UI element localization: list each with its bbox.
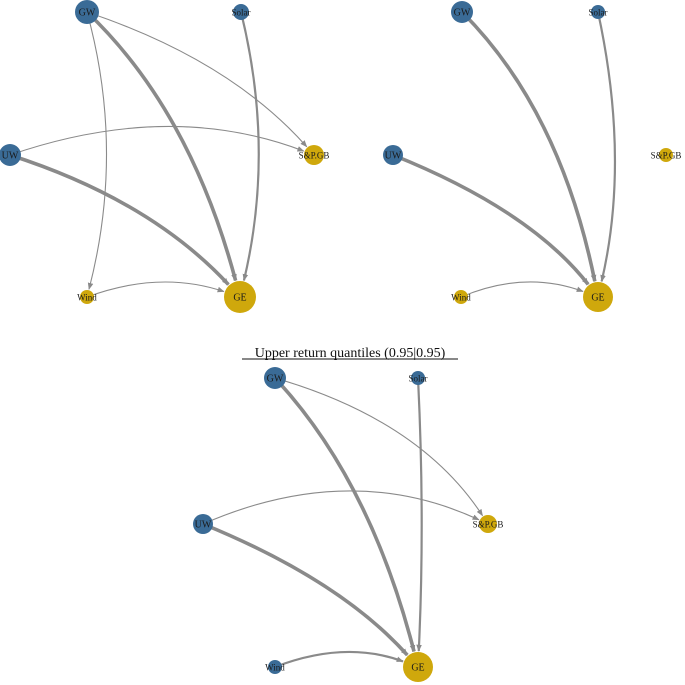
edge-gw-to-wind	[86, 11, 108, 290]
node-label-uw: UW	[2, 151, 19, 162]
node-label-ge: GE	[591, 293, 604, 304]
edge-wind-to-ge	[86, 281, 225, 298]
node-spgb	[304, 145, 324, 165]
node-wind	[268, 660, 282, 674]
node-gw	[451, 1, 473, 23]
node-uw	[383, 145, 403, 165]
node-label-wind: Wind	[265, 663, 285, 673]
node-gw	[75, 0, 99, 24]
panel-bottom: Upper return quantiles (0.95|0.95) GW Sol…	[193, 346, 503, 682]
node-solar	[411, 371, 425, 385]
node-ge	[583, 282, 613, 312]
node-label-solar: Solar	[409, 374, 428, 384]
node-label-gw: GW	[454, 8, 471, 19]
edge-wind-to-ge	[274, 650, 404, 669]
edge-gw-to-ge	[273, 376, 416, 653]
node-ge	[403, 652, 433, 682]
edge-uw-to-spgb	[9, 125, 305, 156]
edge-solar-to-ge	[596, 11, 617, 283]
edge-uw-to-ge	[9, 153, 230, 286]
node-uw	[0, 144, 21, 166]
node-spgb	[659, 148, 673, 162]
node-label-gw: GW	[267, 374, 284, 385]
edge-solar-to-ge	[416, 377, 423, 652]
node-label-ge: GE	[233, 293, 246, 304]
node-label-uw: UW	[385, 151, 402, 162]
node-label-wind: Wind	[77, 293, 97, 303]
panel-title: Upper return quantiles (0.95|0.95)	[255, 346, 446, 361]
node-label-spgb: S&P.GB	[651, 151, 682, 161]
edge-solar-to-ge	[239, 11, 260, 282]
edge-uw-to-ge	[392, 153, 590, 286]
node-wind	[454, 290, 468, 304]
node-solar	[233, 4, 249, 20]
node-label-ge: GE	[411, 663, 424, 674]
node-ge	[224, 281, 256, 313]
node-solar	[591, 5, 605, 19]
node-label-spgb: S&P.GB	[473, 520, 504, 530]
edge-gw-to-ge	[460, 10, 597, 283]
node-wind	[80, 290, 94, 304]
node-label-solar: Solar	[232, 8, 251, 18]
edge-gw-to-ge	[85, 10, 238, 282]
edge-wind-to-ge	[460, 281, 584, 298]
edge-uw-to-ge	[202, 522, 409, 657]
edge-gw-to-spgb	[274, 377, 483, 517]
node-label-solar: Solar	[589, 8, 608, 18]
node-label-uw: UW	[195, 520, 212, 531]
node-spgb	[479, 515, 497, 533]
node-label-wind: Wind	[451, 293, 471, 303]
node-gw	[264, 367, 286, 389]
node-label-spgb: S&P.GB	[299, 151, 330, 161]
node-uw	[193, 514, 213, 534]
node-label-gw: GW	[79, 8, 96, 19]
edge-uw-to-spgb	[202, 490, 480, 525]
edge-gw-to-spgb	[86, 11, 308, 148]
